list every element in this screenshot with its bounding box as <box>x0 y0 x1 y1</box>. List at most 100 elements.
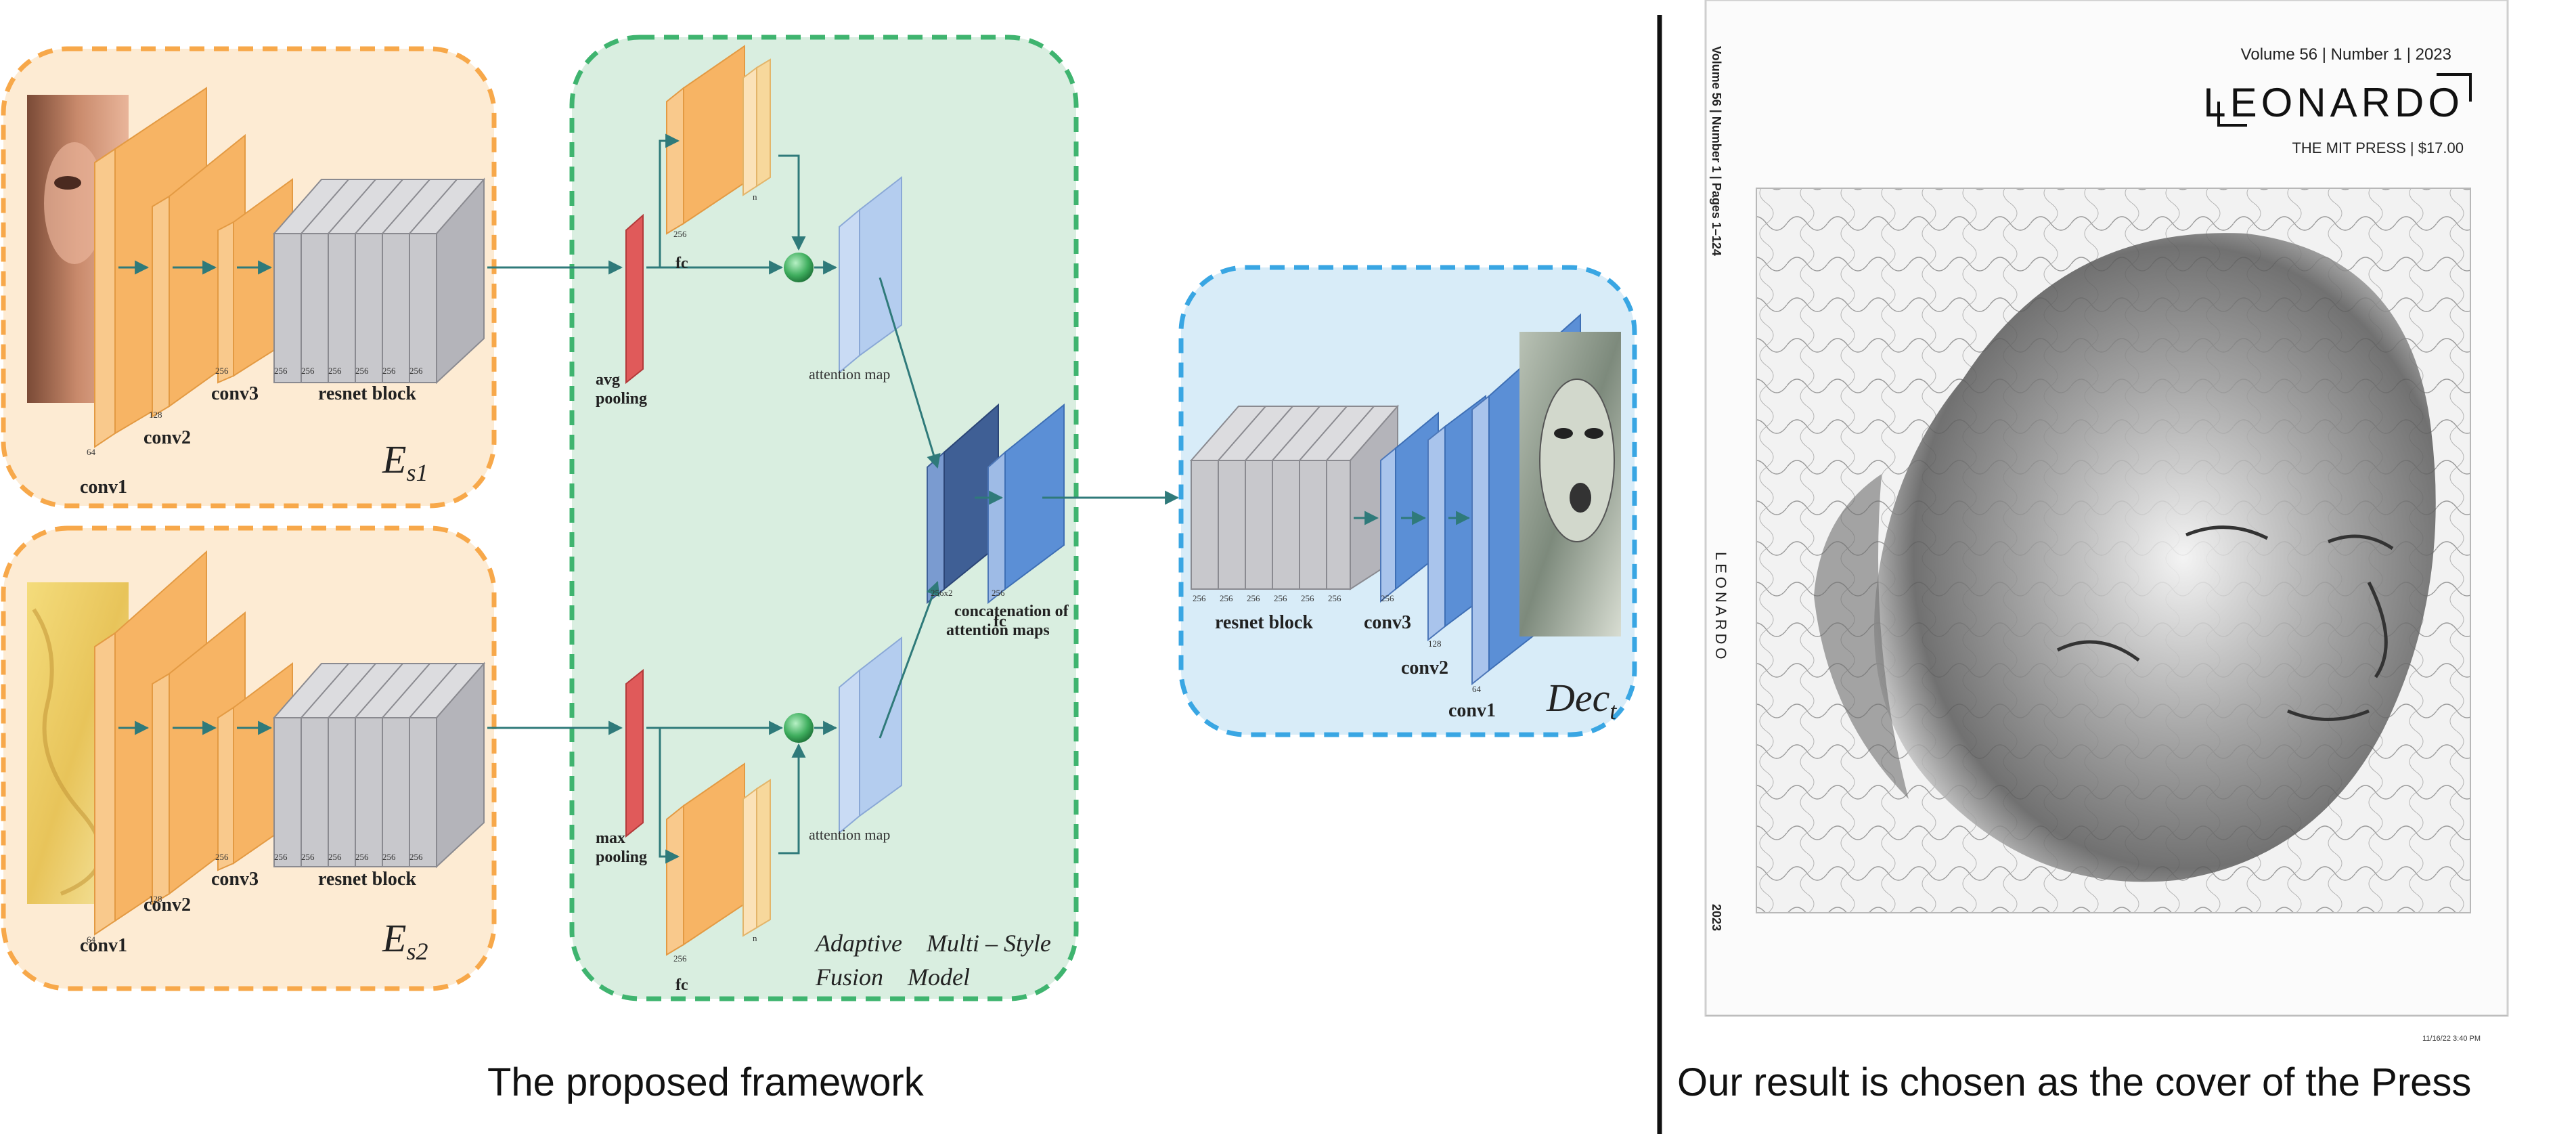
label-concat-fc: fc <box>994 613 1006 630</box>
encoder-2-panel: conv1 conv2 conv3 resnet block 64 128 25… <box>1 525 497 991</box>
ch2-conv3: 256 <box>215 852 229 862</box>
arrow-fc-to-node-top <box>778 154 806 251</box>
caption-framework: The proposed framework <box>487 1060 924 1104</box>
ch2-res-6: 256 <box>409 852 423 862</box>
dch-6: 256 <box>1328 593 1341 603</box>
dch-8: 128 <box>1428 639 1442 649</box>
label-conv3: conv3 <box>211 383 259 404</box>
eye-mark <box>54 176 81 190</box>
cover-portrait-head <box>1874 233 2436 882</box>
concat-fc <box>1004 403 1065 590</box>
brand-bracket-right <box>2437 73 2472 102</box>
label-avg: avg <box>596 371 620 389</box>
small-fc-bottom <box>756 779 771 929</box>
label-resnet-block-2: resnet block <box>318 869 416 890</box>
ch-res-2: 256 <box>301 366 315 376</box>
label-resnet-block: resnet block <box>318 383 416 404</box>
label-fc-top: fc <box>675 255 688 272</box>
output-mouth <box>1570 483 1591 513</box>
label-conv1: conv1 <box>80 477 127 498</box>
label-avg-pooling: pooling <box>596 390 647 408</box>
small-fc-top <box>756 58 771 188</box>
ch-res-3: 256 <box>328 366 342 376</box>
face-shape <box>44 142 105 264</box>
concat-layer-side <box>927 450 945 605</box>
ch-concat: 256x2 <box>931 588 953 598</box>
label-dec-resnet: resnet block <box>1215 612 1313 633</box>
ch2-res-4: 256 <box>355 852 369 862</box>
label-max: max <box>596 829 625 847</box>
ch-small-bottom: n <box>753 933 757 943</box>
arrow-to-fc-top <box>659 133 680 267</box>
avg-pooling-layer <box>625 213 644 385</box>
dch-2: 256 <box>1220 593 1233 603</box>
label-conv2-2: conv2 <box>143 894 191 915</box>
dch-4: 256 <box>1274 593 1287 603</box>
dec-conv1-side <box>1471 394 1490 686</box>
multiply-node-bottom <box>784 713 814 743</box>
small-fc-bottom-side <box>742 787 757 937</box>
resnet-block-2 <box>272 662 486 869</box>
caption-cover: Our result is chosen as the cover of the… <box>1677 1060 2472 1104</box>
ch2-res-2: 256 <box>301 852 315 862</box>
ch-res-5: 256 <box>382 366 396 376</box>
cover-brand: LEONARDO <box>2203 80 2464 125</box>
label-fc-bottom: fc <box>675 976 688 994</box>
ch2-conv2: 128 <box>149 894 162 904</box>
concat-fc-side <box>987 450 1006 605</box>
label-dec-conv1: conv1 <box>1448 700 1496 721</box>
attention-map-bottom <box>859 636 902 817</box>
dch-9: 64 <box>1472 684 1482 694</box>
output-face <box>1539 379 1615 542</box>
attention-map-top-side <box>839 208 860 374</box>
dch-3: 256 <box>1247 593 1260 603</box>
encoder-1-name: Es1 <box>382 437 428 486</box>
output-eye-left <box>1554 428 1573 439</box>
ch2-res-1: 256 <box>274 852 288 862</box>
label-attention-map-top: attention map <box>809 366 890 383</box>
cover-portrait-hair <box>1814 474 1909 799</box>
fusion-border <box>569 35 1079 1001</box>
resnet-block-decoder <box>1189 404 1400 590</box>
cover-spine-volume: Volume 56 | Number 1 | Pages 1–124 <box>1710 46 1723 256</box>
conv2-slab-side <box>152 195 170 418</box>
cover-footnote: 11/16/22 3:40 PM <box>2422 1035 2481 1043</box>
ch-res-1: 256 <box>274 366 288 376</box>
arrow-to-fc-bottom <box>659 728 680 864</box>
encoder-2-name: Es2 <box>382 916 428 965</box>
ch-conv2: 128 <box>149 410 162 420</box>
label-conv3-2: conv3 <box>211 869 259 890</box>
fusion-model-title-2: Fusion Model <box>815 964 970 991</box>
output-eye-right <box>1584 428 1603 439</box>
ch-res-4: 256 <box>355 366 369 376</box>
cover-portrait-features <box>2056 525 2394 721</box>
ch-res-6: 256 <box>409 366 423 376</box>
brand-bracket-left <box>2217 102 2247 127</box>
ch-conv3: 256 <box>215 366 229 376</box>
journal-cover: Volume 56 | Number 1 | 2023 LEONARDO THE… <box>1704 0 2509 1043</box>
conv2-slab-side-2 <box>152 672 170 905</box>
dch-5: 256 <box>1301 593 1314 603</box>
resnet-block-1 <box>272 177 486 385</box>
fusion-model-panel: avg pooling max pooling fc fc concatenat… <box>487 35 1180 1001</box>
ch-fc-bottom: 256 <box>673 953 687 964</box>
arrow-fc-to-node-bottom <box>778 743 806 855</box>
conv1-slab-side <box>94 148 116 448</box>
cover-publisher: THE MIT PRESS | $17.00 <box>2292 139 2464 156</box>
dec-conv3-side <box>1380 446 1396 603</box>
conv3-slab-side-2 <box>217 706 234 871</box>
ch-small-top: n <box>753 192 757 202</box>
small-fc-top-side <box>742 66 757 196</box>
fusion-model-title-1: Adaptive Multi – Style <box>814 930 1051 957</box>
encoder-1-panel: conv1 conv2 conv3 resnet block 64 128 25… <box>1 46 497 509</box>
conv1-slab-side-2 <box>94 632 116 936</box>
label-concat-2: attention maps <box>946 622 1050 639</box>
ch-concat-fc: 256 <box>992 588 1005 598</box>
dch-7: 256 <box>1381 593 1394 603</box>
conv3-slab-side <box>217 221 234 384</box>
cover-issue-header: Volume 56 | Number 1 | 2023 <box>2241 45 2451 64</box>
fc-layer-top-side <box>666 86 684 235</box>
label-dec-conv3: conv3 <box>1364 612 1411 633</box>
cover-spine-title: LEONARDO <box>1712 552 1729 662</box>
